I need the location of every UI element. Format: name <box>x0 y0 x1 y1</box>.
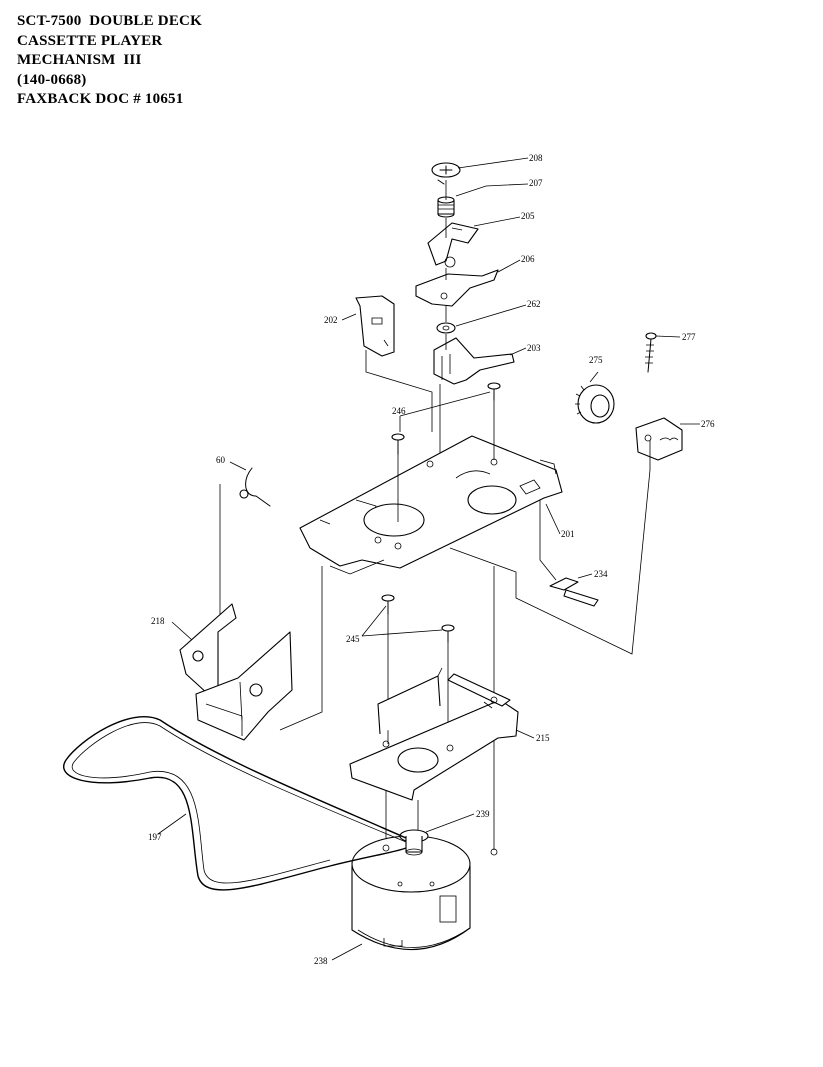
header-part-number-line: (140-0668) <box>17 71 87 88</box>
part-246-screws <box>391 382 501 455</box>
part-201-chassis-plate <box>299 435 563 575</box>
callout-207: 207 <box>529 178 543 188</box>
part-60-spring <box>239 467 271 507</box>
header-product-line: CASSETTE PLAYER <box>17 32 163 49</box>
callout-205: 205 <box>521 211 535 221</box>
callout-206: 206 <box>521 254 535 264</box>
header-mechanism-line: MECHANISM III <box>17 52 142 68</box>
callout-246: 246 <box>392 406 406 416</box>
callout-262: 262 <box>527 299 541 309</box>
part-208-washer <box>431 162 461 185</box>
callout-197: 197 <box>148 832 162 842</box>
part-277-screw <box>645 332 657 373</box>
callout-leaders <box>157 157 700 961</box>
callout-60: 60 <box>216 455 226 465</box>
callout-275: 275 <box>589 355 603 365</box>
callout-208: 208 <box>529 153 543 163</box>
callout-277: 277 <box>682 332 696 342</box>
part-203-bracket <box>433 337 515 385</box>
part-275-gear <box>575 384 615 424</box>
callout-202: 202 <box>324 315 338 325</box>
part-215-lower-bracket <box>349 667 519 801</box>
document-header: SCT-7500 DOUBLE DECK CASSETTE PLAYER MEC… <box>17 12 202 110</box>
part-245-screws <box>381 594 455 643</box>
part-276-switch <box>635 417 683 461</box>
callout-234: 234 <box>594 569 608 579</box>
callout-201: 201 <box>561 529 575 539</box>
callout-245: 245 <box>346 634 360 644</box>
header-faxback-line: FAXBACK DOC # 10651 <box>17 91 184 107</box>
callout-203: 203 <box>527 343 541 353</box>
header-model-line: SCT-7500 DOUBLE DECK <box>17 13 202 29</box>
part-206-plate <box>415 269 499 307</box>
part-205-lever <box>427 222 479 268</box>
callout-215: 215 <box>536 733 550 743</box>
part-202-bracket <box>355 295 395 357</box>
part-218-bracket <box>179 603 293 741</box>
callout-218: 218 <box>151 616 165 626</box>
part-239-pulley <box>399 829 429 856</box>
callout-239: 239 <box>476 809 490 819</box>
part-234-slider <box>549 577 599 607</box>
callout-labels: 208 207 205 206 262 202 203 277 275 276 … <box>148 153 715 966</box>
part-238-motor <box>351 835 498 951</box>
part-197-belt <box>63 716 407 891</box>
part-262-washer <box>436 322 456 334</box>
callout-238: 238 <box>314 956 328 966</box>
callout-276: 276 <box>701 419 715 429</box>
